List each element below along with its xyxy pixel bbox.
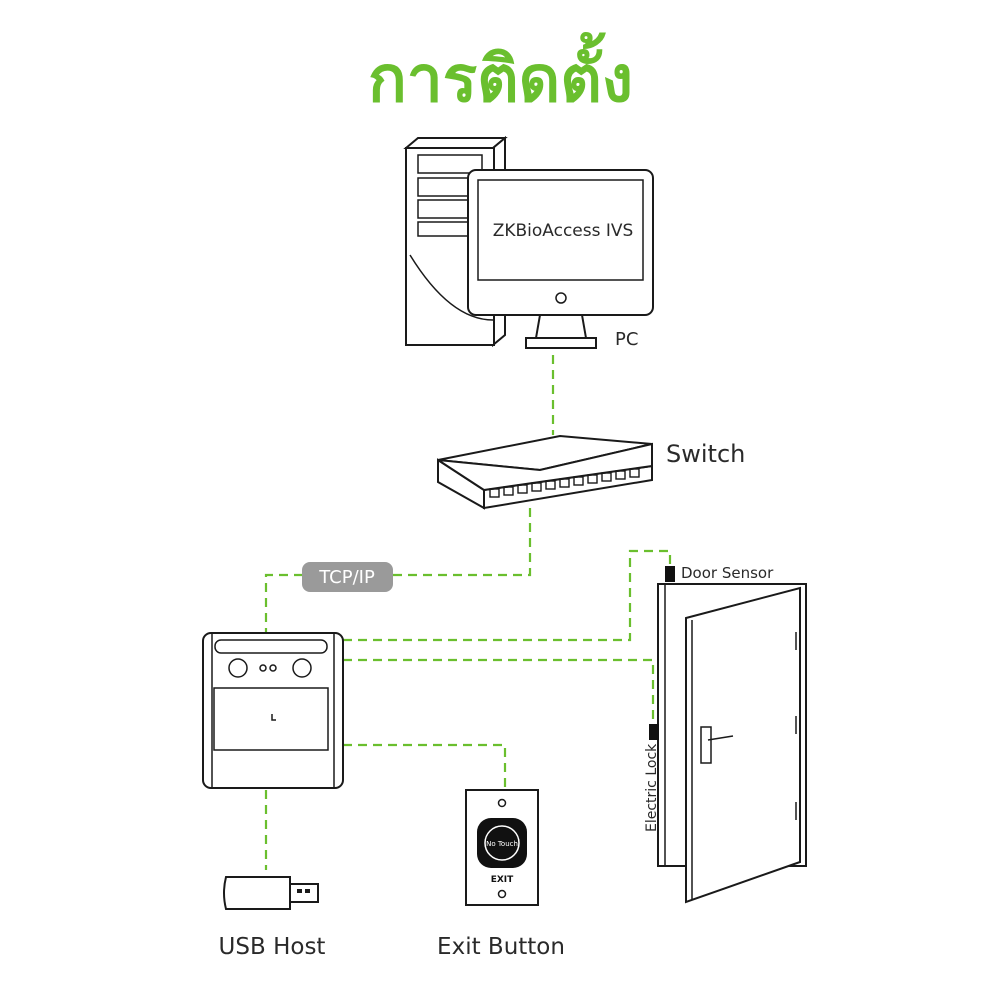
- electric-lock-label: Electric Lock: [644, 743, 660, 832]
- switch-ports: [489, 468, 640, 498]
- pc-monitor: ZKBioAccess IVS: [467, 169, 654, 349]
- page-title: การติดตั้ง: [368, 43, 633, 117]
- electric-lock-line: [343, 658, 655, 725]
- network-switch: [437, 434, 653, 510]
- tcp-ip-badge: TCP/IP: [302, 562, 393, 592]
- exit-button-device: No Touch EXIT: [465, 789, 539, 906]
- door-sensor-icon: [665, 566, 675, 582]
- software-label: ZKBioAccess IVS: [493, 221, 634, 241]
- tcp-ip-label: TCP/IP: [318, 567, 375, 588]
- electric-lock-icon: [649, 724, 659, 740]
- door-sensor-line: [343, 549, 672, 642]
- usb-host-device: [223, 876, 319, 910]
- access-terminal: [202, 632, 344, 789]
- door: [649, 566, 807, 904]
- no-touch-label: No Touch: [486, 840, 518, 848]
- exit-button-line: [343, 743, 507, 790]
- switch-to-terminal-line: [392, 508, 532, 577]
- connection-lines: [264, 355, 672, 870]
- exit-button-label: Exit Button: [437, 934, 565, 960]
- exit-label: EXIT: [491, 875, 514, 885]
- tcp-to-terminal-line: [264, 573, 303, 632]
- pc-label: PC: [615, 329, 638, 350]
- usb-host-label: USB Host: [219, 934, 326, 960]
- switch-label: Switch: [666, 440, 745, 468]
- door-sensor-label: Door Sensor: [681, 564, 774, 582]
